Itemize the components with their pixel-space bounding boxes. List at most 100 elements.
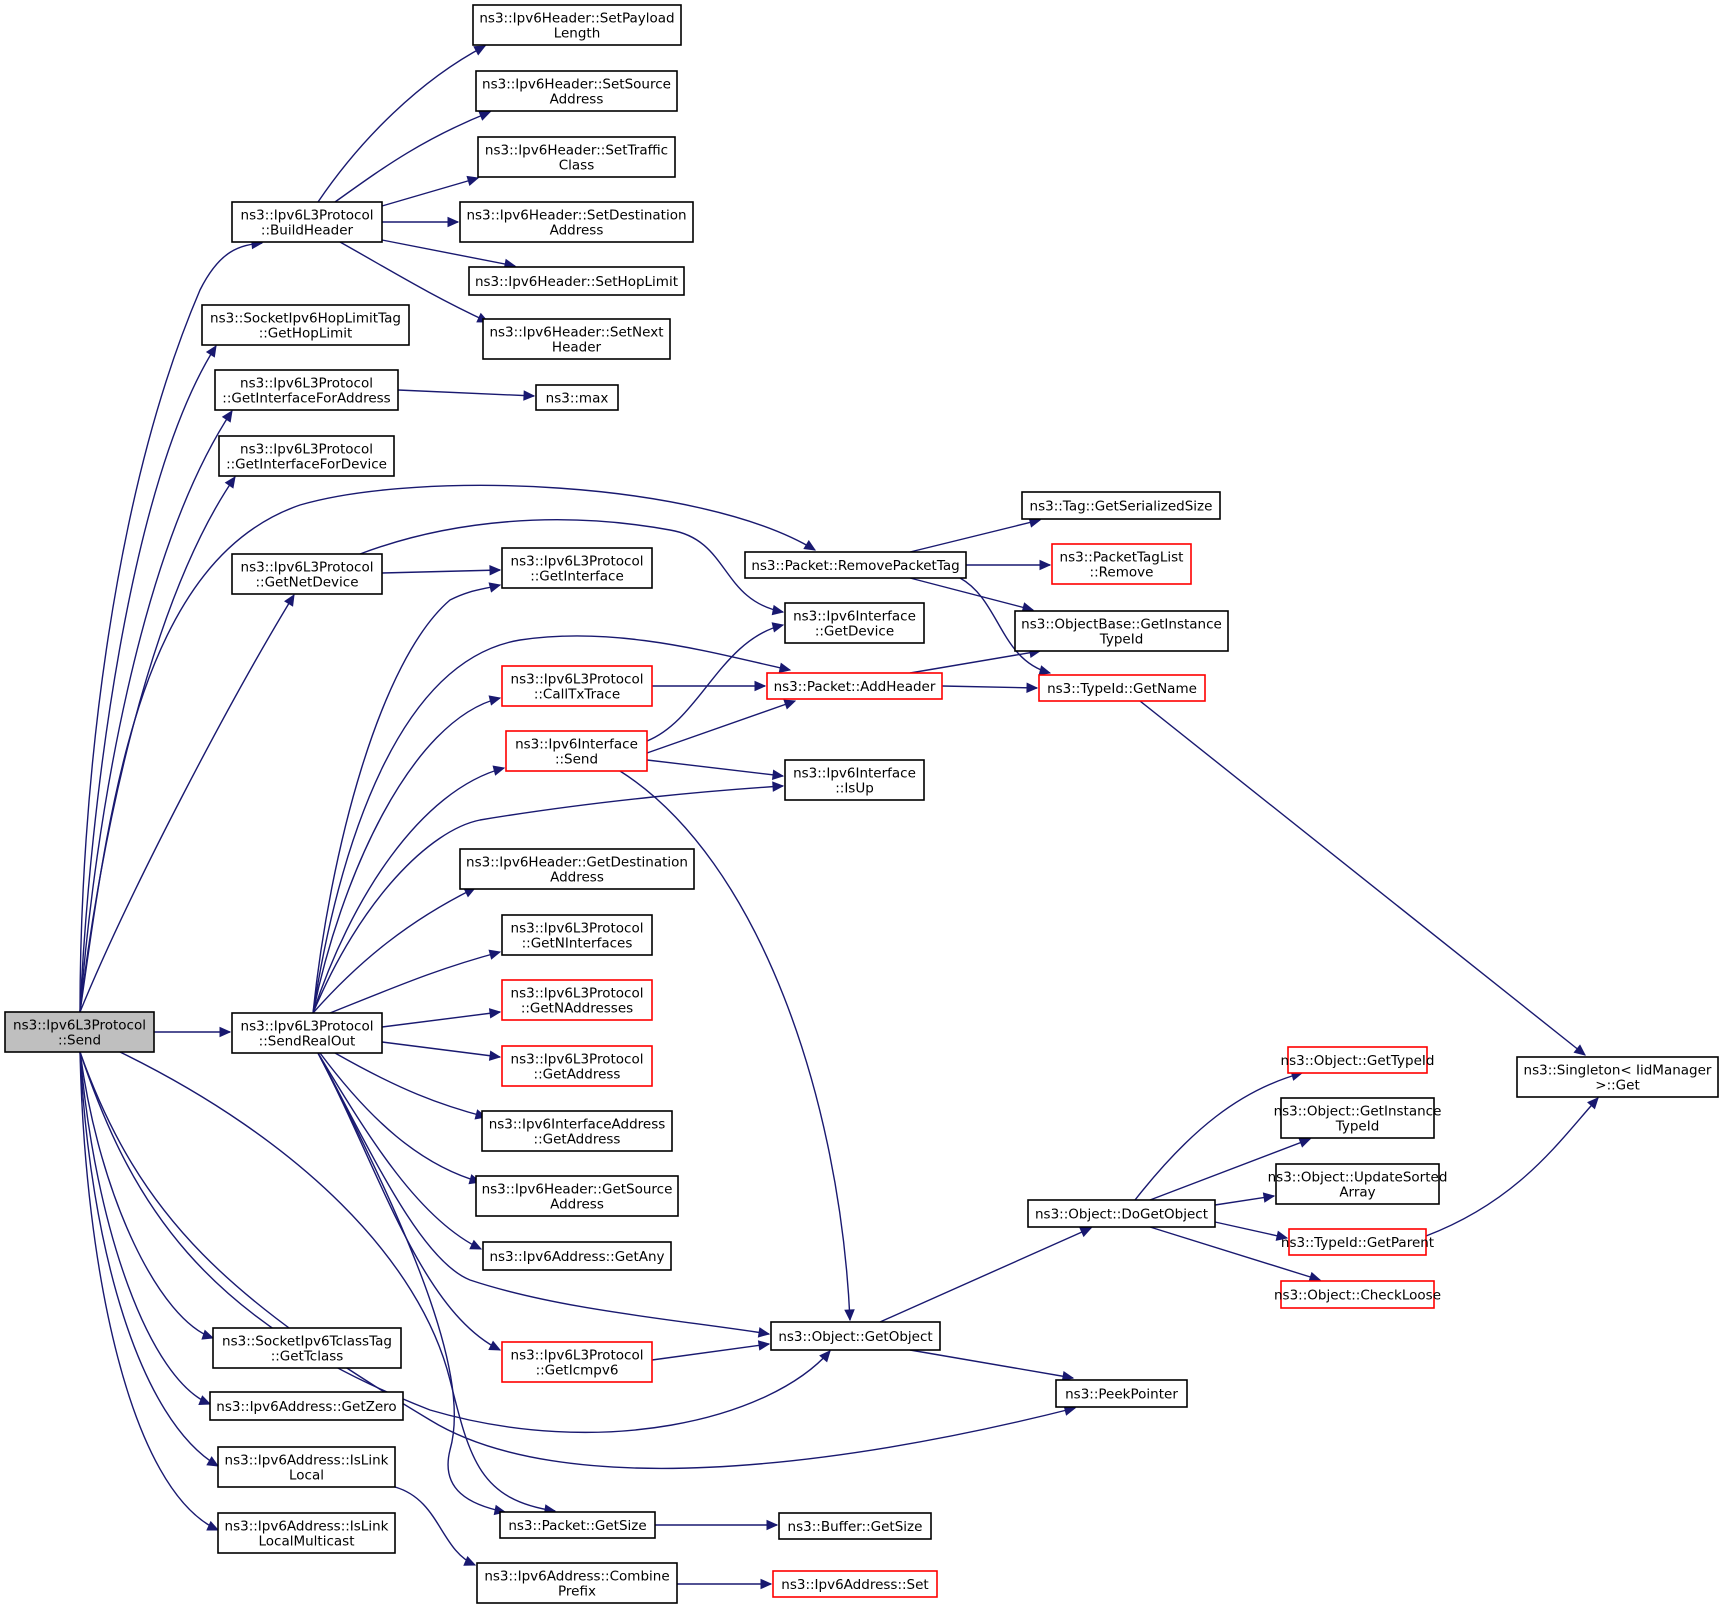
node-get-zero[interactable]: ns3::Ipv6Address::GetZero — [209, 1391, 404, 1421]
edge-build-header-to-set-traffic-class — [381, 175, 480, 207]
node-packet-get-size[interactable]: ns3::Packet::GetSize — [499, 1511, 656, 1539]
edge-send-to-get-tclass — [79, 1051, 215, 1340]
edge-get-if-for-addr-to-max — [397, 389, 536, 401]
edge-add-header-to-type-id-get-name — [941, 682, 1039, 694]
node-get-object[interactable]: ns3::Object::GetObject — [770, 1321, 941, 1351]
node-tag-get-serialized-size[interactable]: ns3::Tag::GetSerializedSize — [1021, 491, 1221, 520]
edge-get-net-device-to-if-get-device — [359, 519, 785, 616]
node-add-header[interactable]: ns3::Packet::AddHeader — [766, 672, 943, 700]
node-label-line: ns3::PeekPointer — [1065, 1387, 1178, 1403]
edge-send-real-out-to-packet-get-size — [317, 1052, 507, 1516]
node-type-id-get-name[interactable]: ns3::TypeId::GetName — [1038, 674, 1206, 702]
node-label-line: ns3::Ipv6L3Protocol — [511, 1052, 644, 1068]
node-label-line: ::GetAddress — [534, 1067, 621, 1083]
node-do-get-object[interactable]: ns3::Object::DoGetObject — [1027, 1199, 1216, 1228]
node-build-header[interactable]: ns3::Ipv6L3Protocol::BuildHeader — [231, 201, 383, 243]
node-label-line: ::IsUp — [835, 781, 874, 797]
node-obj-get-type-id[interactable]: ns3::Object::GetTypeId — [1281, 1046, 1435, 1074]
node-label-line: ns3::Ipv6L3Protocol — [241, 560, 374, 576]
node-get-tclass[interactable]: ns3::SocketIpv6TclassTag::GetTclass — [212, 1327, 402, 1369]
edge-send-real-out-to-get-ninterfaces — [329, 949, 502, 1014]
node-label-line: ::GetInterfaceForDevice — [226, 457, 387, 473]
edge-get-icmpv6-to-get-object — [651, 1340, 771, 1361]
node-addr-set[interactable]: ns3::Ipv6Address::Set — [772, 1570, 938, 1598]
node-label-line: TypeId — [1099, 632, 1144, 648]
node-label-line: ::Send — [58, 1033, 101, 1049]
node-get-ninterfaces[interactable]: ns3::Ipv6L3Protocol::GetNInterfaces — [501, 914, 653, 956]
node-label-line: ::GetAddress — [534, 1132, 621, 1148]
node-label-line: ::SendRealOut — [259, 1034, 356, 1050]
node-label-line: ns3::Ipv6Address::IsLink — [225, 1453, 389, 1469]
edge-do-get-object-to-update-sorted-array — [1214, 1192, 1276, 1206]
edge-send-to-send-real-out — [154, 1026, 232, 1038]
node-get-if-for-dev[interactable]: ns3::Ipv6L3Protocol::GetInterfaceForDevi… — [218, 435, 395, 477]
node-get-naddresses[interactable]: ns3::Ipv6L3Protocol::GetNAddresses — [501, 979, 653, 1021]
node-send[interactable]: ns3::Ipv6L3Protocol::Send — [4, 1011, 155, 1053]
node-remove-packet-tag[interactable]: ns3::Packet::RemovePacketTag — [744, 551, 967, 579]
edge-is-link-local-to-combine-prefix — [394, 1486, 477, 1566]
node-is-up[interactable]: ns3::Ipv6Interface::IsUp — [784, 759, 925, 801]
node-tag-list-remove[interactable]: ns3::PacketTagList::Remove — [1051, 543, 1192, 585]
node-label-line: ns3::Ipv6L3Protocol — [511, 921, 644, 937]
node-get-icmpv6[interactable]: ns3::Ipv6L3Protocol::GetIcmpv6 — [501, 1341, 653, 1383]
node-label-line: ns3::Ipv6L3Protocol — [511, 554, 644, 570]
edge-combine-prefix-to-addr-set — [677, 1578, 773, 1590]
edge-send-to-get-if-for-addr — [79, 409, 233, 1013]
node-label-line: ns3::Ipv6Header::SetHopLimit — [475, 274, 678, 290]
node-get-if-for-addr[interactable]: ns3::Ipv6L3Protocol::GetInterfaceForAddr… — [214, 369, 399, 411]
node-label-line: TypeId — [1335, 1119, 1380, 1135]
node-if-get-device[interactable]: ns3::Ipv6Interface::GetDevice — [784, 602, 925, 644]
node-get-hop-limit-tag[interactable]: ns3::SocketIpv6HopLimitTag::GetHopLimit — [201, 304, 410, 346]
edge-send-real-out-to-get-source-address — [319, 1052, 482, 1185]
edge-packet-get-size-to-buffer-get-size — [655, 1519, 779, 1531]
node-if-send[interactable]: ns3::Ipv6Interface::Send — [505, 730, 648, 772]
node-label-line: ns3::Ipv6Header::SetTraffic — [485, 143, 668, 159]
node-max[interactable]: ns3::max — [535, 384, 619, 411]
node-get-any[interactable]: ns3::Ipv6Address::GetAny — [482, 1241, 672, 1271]
node-label-line: ns3::Ipv6L3Protocol — [511, 672, 644, 688]
edge-send-real-out-to-l3-get-address — [381, 1041, 502, 1061]
node-label-line: ns3::ObjectBase::GetInstance — [1021, 617, 1222, 633]
node-label-line: ns3::Buffer::GetSize — [788, 1519, 923, 1535]
function-nodes: ns3::Ipv6L3Protocol::Sendns3::Ipv6L3Prot… — [4, 4, 1719, 1604]
edge-remove-packet-tag-to-tag-get-serialized-size — [909, 517, 1042, 553]
node-get-net-device[interactable]: ns3::Ipv6L3Protocol::GetNetDevice — [231, 553, 383, 595]
node-label-line: ns3::PacketTagList — [1060, 550, 1184, 566]
node-label-line: ns3::Object::GetObject — [778, 1329, 932, 1345]
node-label-line: ns3::Ipv6L3Protocol — [241, 1019, 374, 1035]
node-send-real-out[interactable]: ns3::Ipv6L3Protocol::SendRealOut — [231, 1012, 383, 1054]
node-l3-get-address[interactable]: ns3::Ipv6L3Protocol::GetAddress — [501, 1045, 653, 1087]
edge-do-get-object-to-type-id-get-parent — [1214, 1221, 1289, 1241]
node-label-line: ns3::Ipv6Address::Combine — [484, 1569, 669, 1585]
node-type-id-get-parent[interactable]: ns3::TypeId::GetParent — [1281, 1228, 1434, 1256]
node-check-loose[interactable]: ns3::Object::CheckLoose — [1274, 1280, 1441, 1309]
node-label-line: Address — [550, 870, 604, 886]
edge-send-to-get-if-for-dev — [79, 475, 236, 1013]
node-label-line: ns3::Ipv6L3Protocol — [240, 442, 373, 458]
node-get-interface[interactable]: ns3::Ipv6L3Protocol::GetInterface — [501, 547, 653, 589]
node-label-line: ns3::Ipv6L3Protocol — [511, 986, 644, 1002]
node-ifa-get-address[interactable]: ns3::Ipv6InterfaceAddress::GetAddress — [481, 1110, 673, 1152]
node-buffer-get-size[interactable]: ns3::Buffer::GetSize — [778, 1512, 932, 1540]
node-peek-pointer[interactable]: ns3::PeekPointer — [1055, 1379, 1188, 1408]
node-label-line: Local — [289, 1468, 324, 1484]
edge-type-id-get-parent-to-singleton-get — [1425, 1097, 1599, 1237]
node-set-hop-limit[interactable]: ns3::Ipv6Header::SetHopLimit — [468, 266, 685, 296]
edge-send-to-is-link-local-mc — [79, 1051, 220, 1531]
node-call-tx-trace[interactable]: ns3::Ipv6L3Protocol::CallTxTrace — [501, 665, 653, 707]
edge-if-send-to-is-up — [646, 759, 785, 781]
node-singleton-get[interactable]: ns3::Singleton< IidManager >::Get — [1516, 1056, 1719, 1098]
